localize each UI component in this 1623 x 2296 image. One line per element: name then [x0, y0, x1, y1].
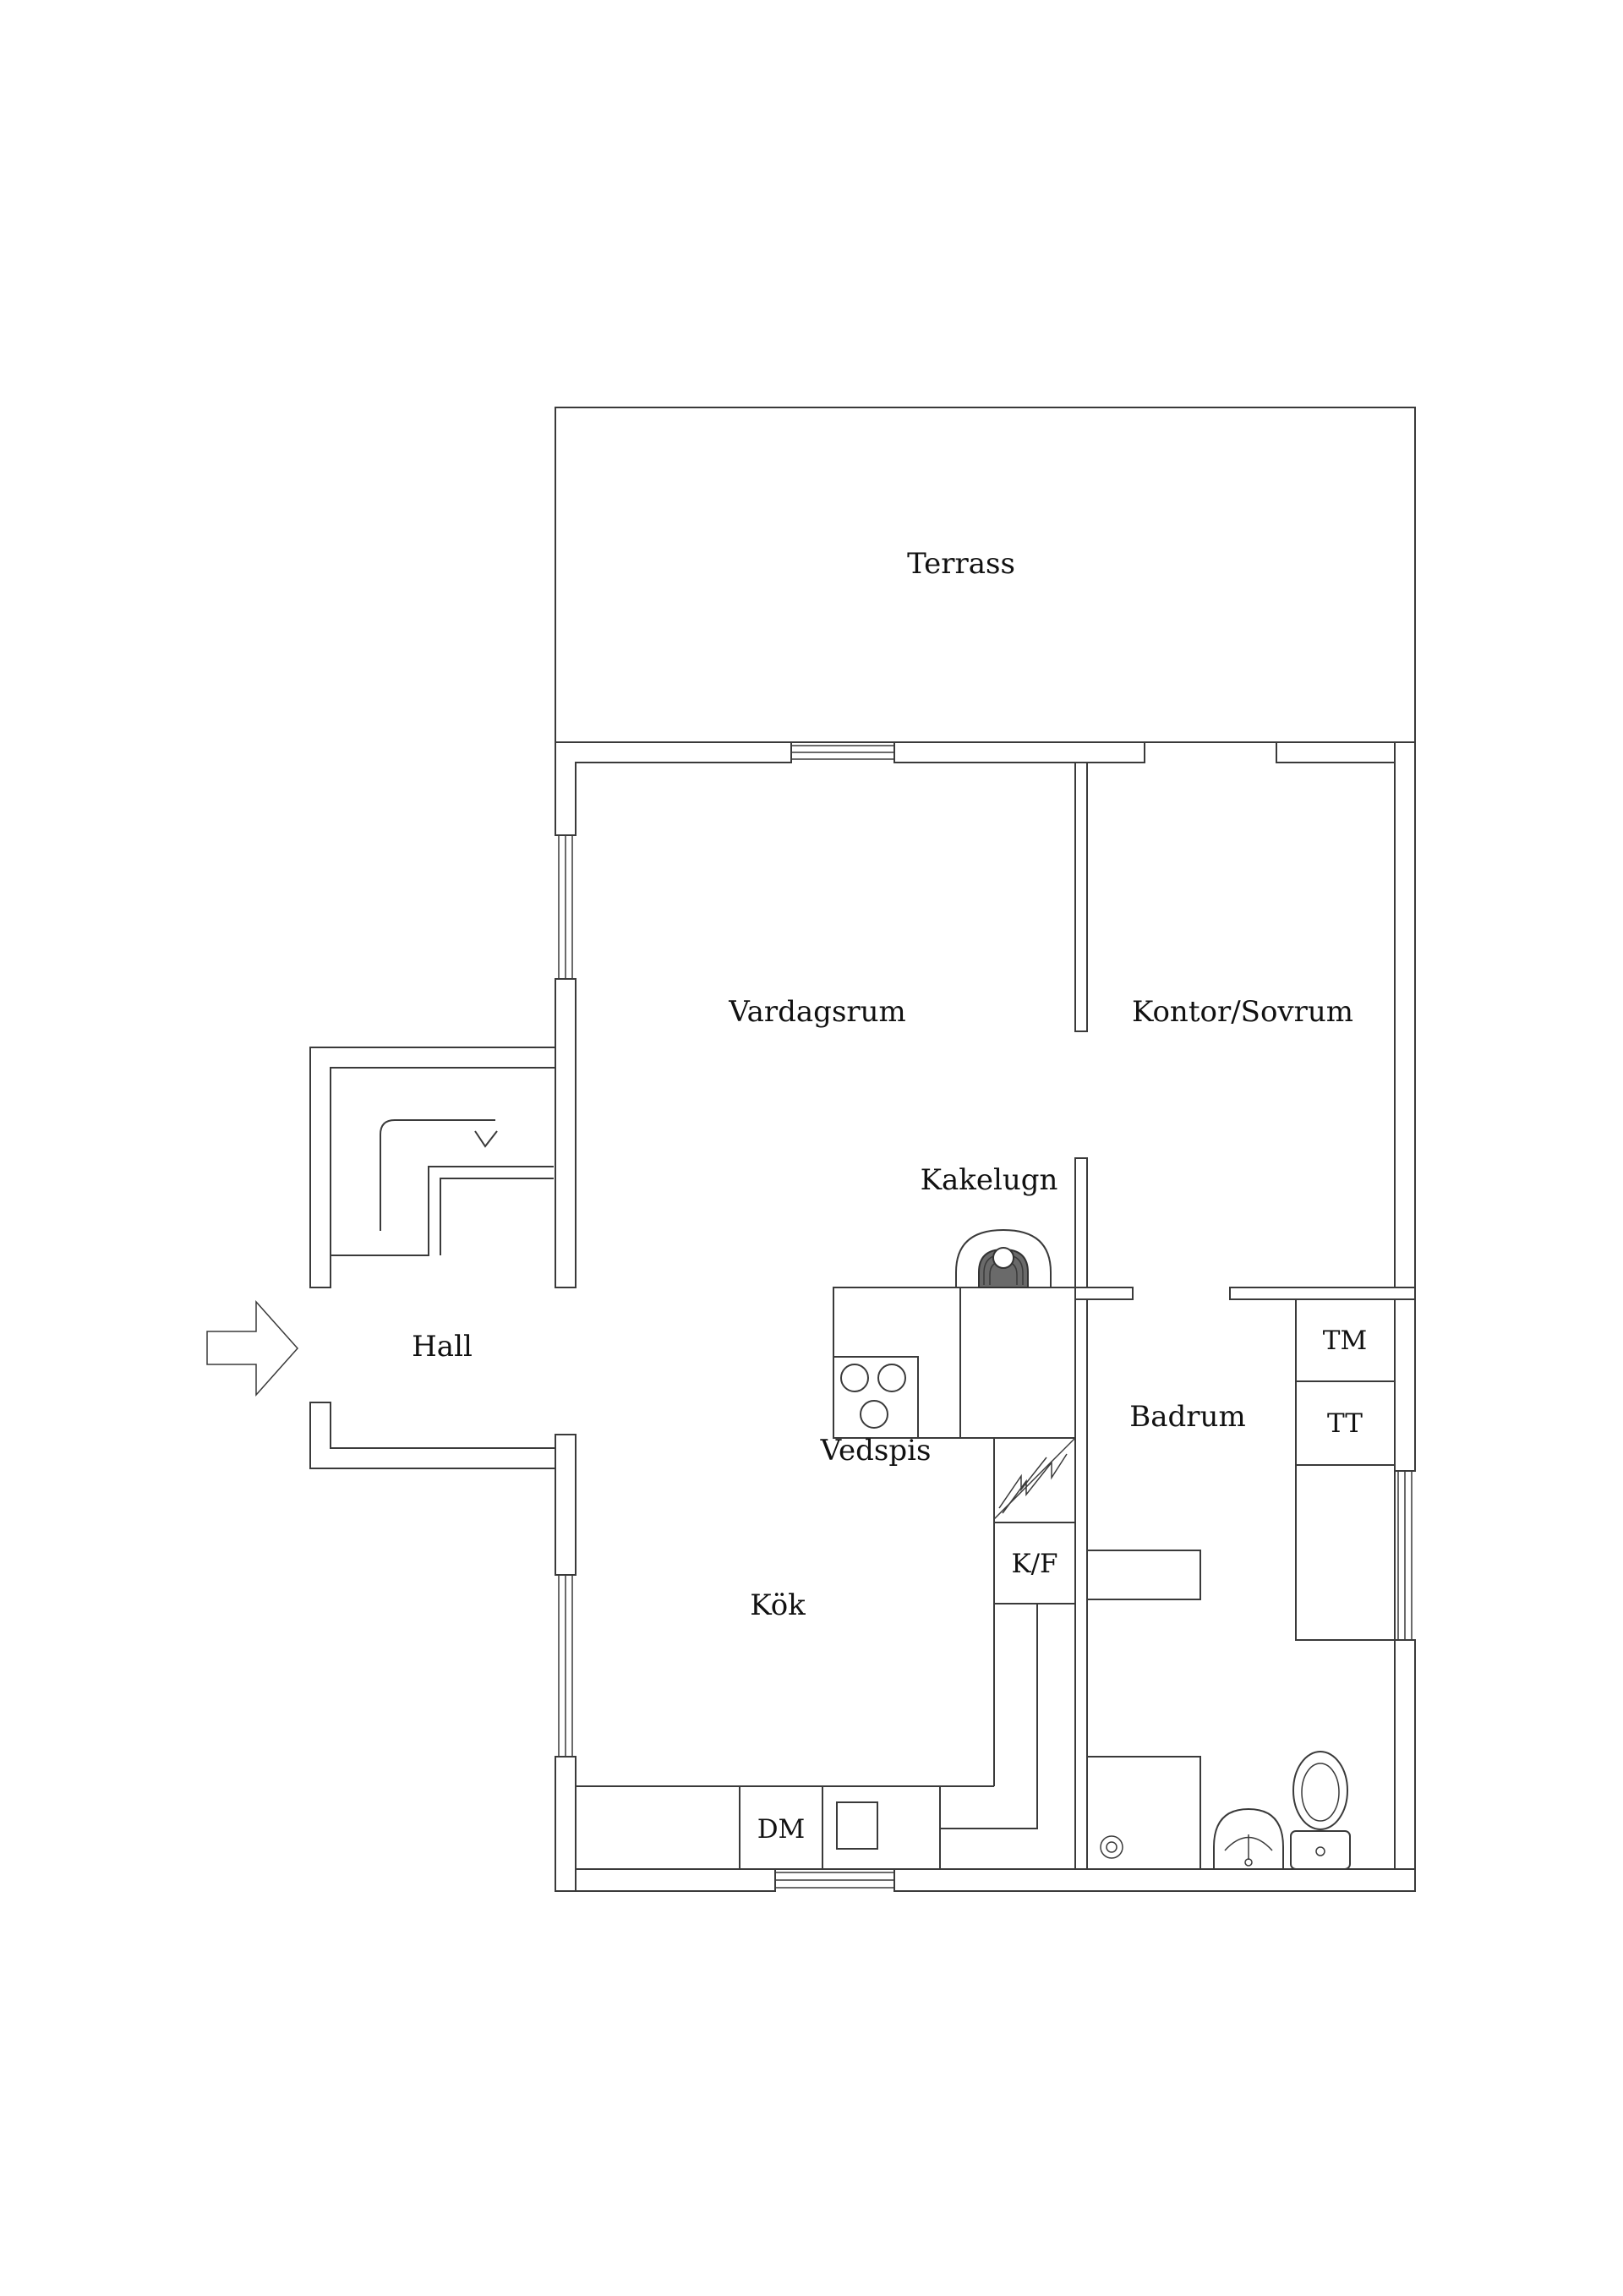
label-tm: TM: [1323, 1326, 1367, 1356]
exterior-walls: [555, 741, 1416, 1892]
label-tt: TT: [1327, 1408, 1363, 1439]
staircase: [331, 1119, 554, 1256]
bath-fixtures: [1086, 1298, 1396, 1870]
interior-walls: [1074, 762, 1416, 1870]
room-label-hall: Hall: [412, 1330, 473, 1364]
label-vedspis: Vedspis: [820, 1434, 932, 1468]
stair-arrow-icon: [380, 1119, 495, 1231]
chimney-icon: [993, 1437, 1076, 1520]
shower-area: [1086, 1756, 1201, 1870]
floor-drain-icon: [1100, 1835, 1123, 1859]
sink-icon: [1213, 1807, 1284, 1869]
room-label-badrum: Badrum: [1129, 1400, 1245, 1434]
kitchen-counters: [575, 1287, 1076, 1870]
hall-walls: [309, 1047, 556, 1469]
room-label-vardagsrum: Vardagsrum: [728, 995, 906, 1029]
room-label-kontor-sovrum: Kontor/Sovrum: [1132, 995, 1353, 1029]
stove-burners-icon: [833, 1356, 919, 1439]
tiled-stove-icon: [955, 1228, 1052, 1288]
kitchen-sink-icon: [836, 1801, 878, 1850]
room-label-kok: Kök: [750, 1588, 806, 1622]
entrance-arrow-icon: [206, 1300, 299, 1397]
toilet-icon: [1290, 1751, 1351, 1870]
label-kf: K/F: [1011, 1549, 1057, 1579]
windows: [558, 745, 1413, 1889]
label-dm: DM: [757, 1814, 806, 1845]
room-label-terrass: Terrass: [907, 547, 1015, 581]
label-kakelugn: Kakelugn: [921, 1163, 1058, 1197]
